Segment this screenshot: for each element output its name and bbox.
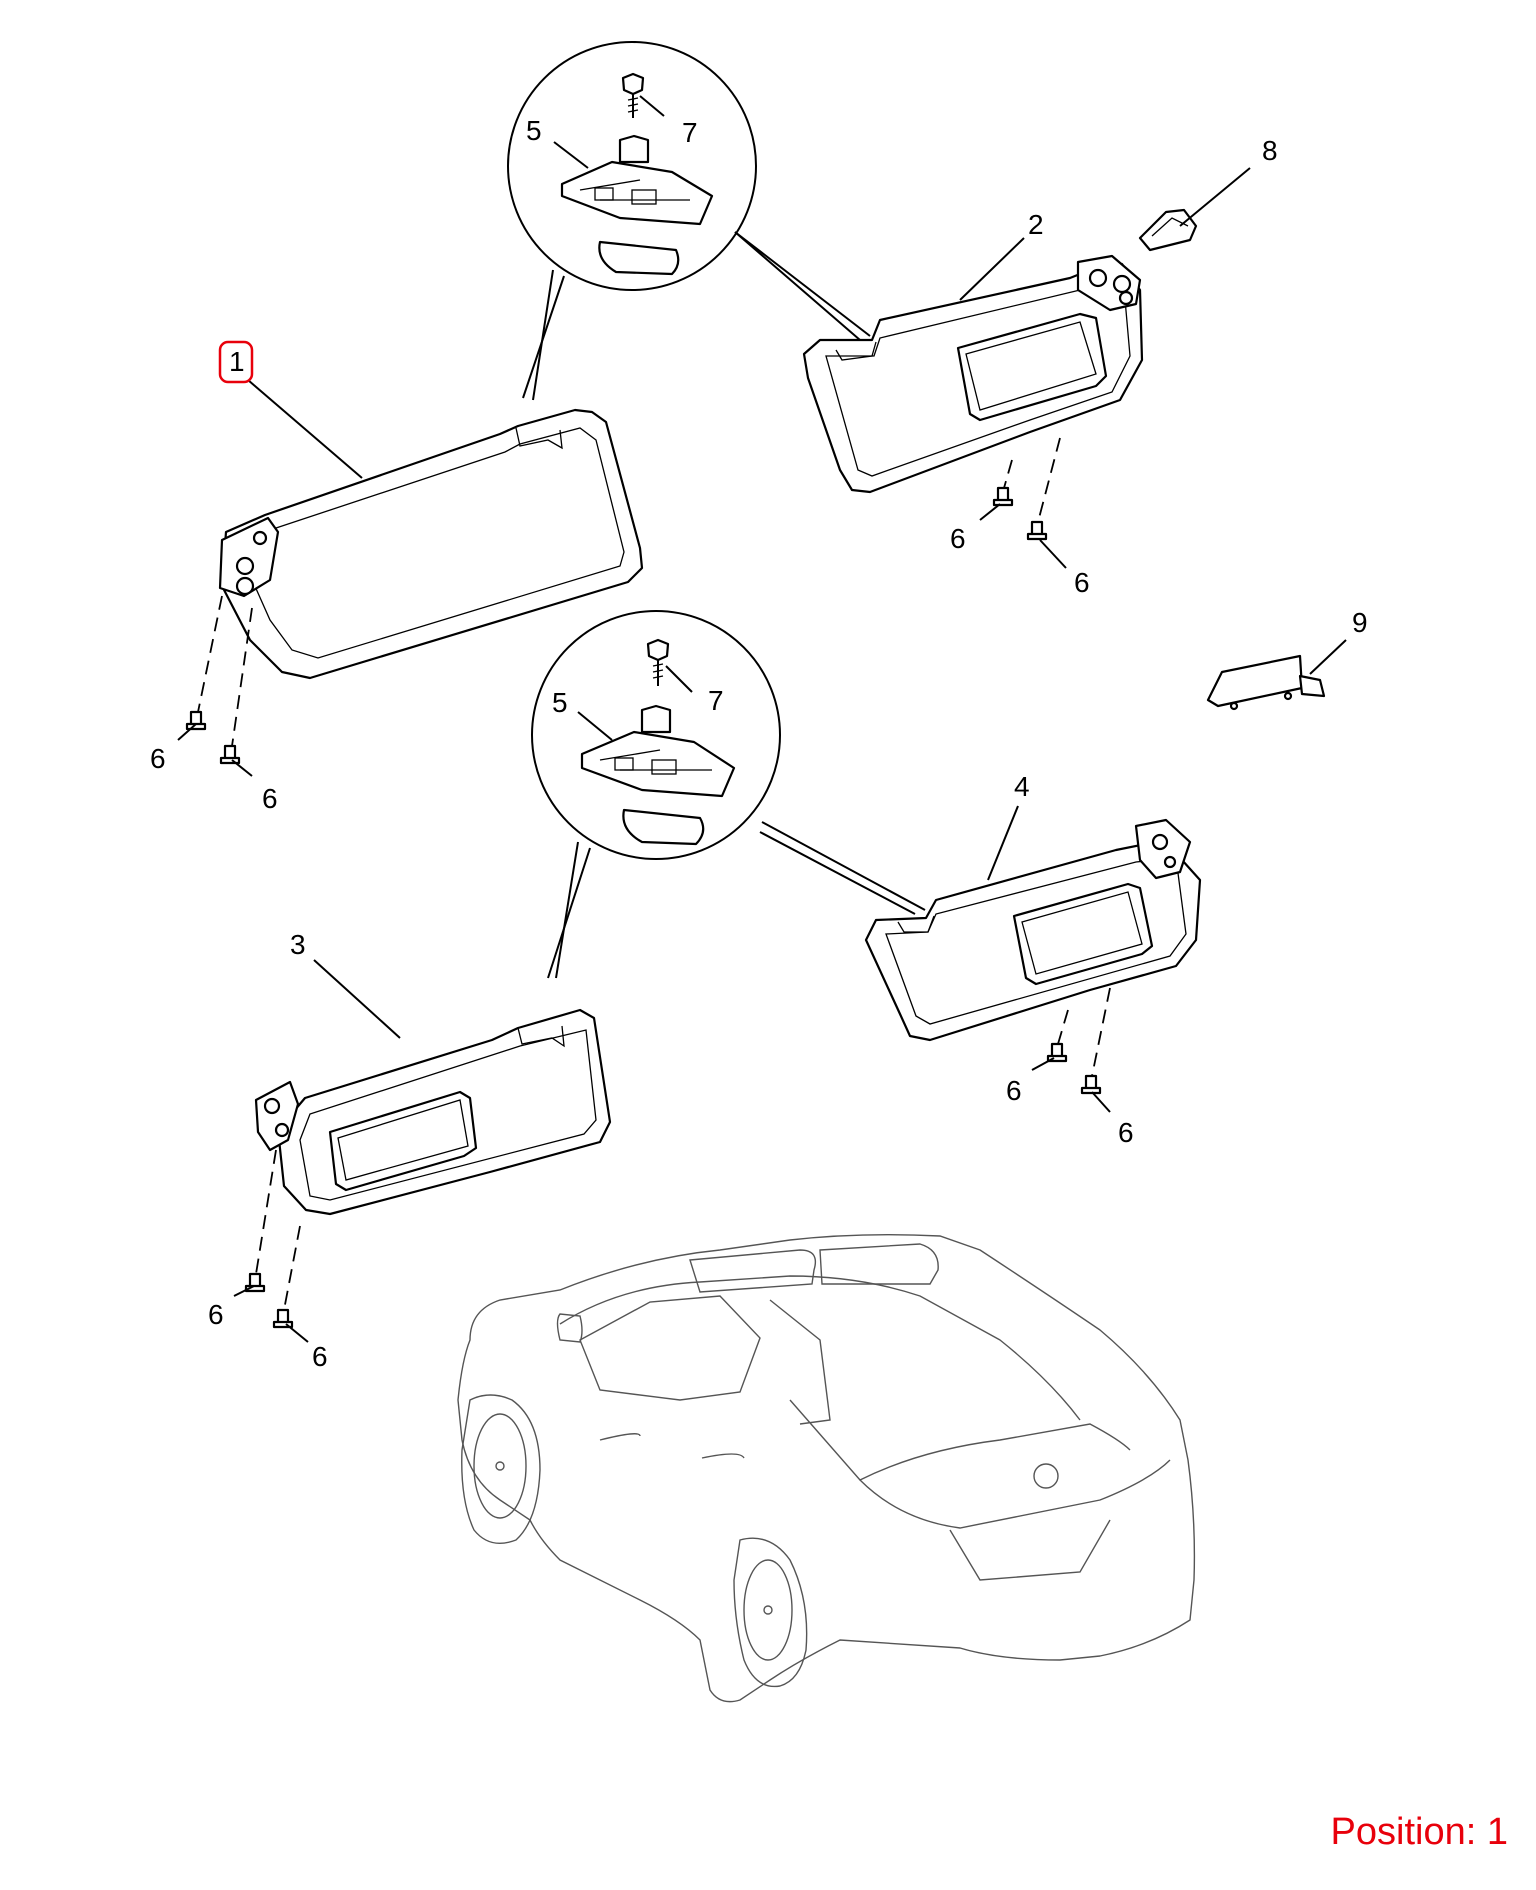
callout-labels: 1 2 3 4 5 5 7 7 8 9 6 6 6 6 6 6 6 6	[150, 115, 1368, 1372]
screw-6[interactable]	[1080, 1074, 1102, 1095]
callout-7-upper[interactable]: 7	[682, 117, 698, 148]
screw-6[interactable]	[244, 1272, 266, 1293]
callout-2[interactable]: 2	[1028, 209, 1044, 240]
clip-5-upper[interactable]	[560, 134, 714, 276]
sun-visor-left-lower[interactable]	[254, 1008, 612, 1311]
detail-circle-lower	[531, 610, 926, 979]
sun-visor-right-upper[interactable]	[802, 254, 1144, 523]
detail-circle-upper	[507, 41, 871, 401]
callout-6[interactable]: 6	[1074, 567, 1090, 598]
callout-1[interactable]: 1	[229, 346, 245, 377]
screw-6[interactable]	[185, 710, 207, 731]
screw-6[interactable]	[1026, 520, 1048, 541]
callout-3[interactable]: 3	[290, 929, 306, 960]
callout-6[interactable]: 6	[950, 523, 966, 554]
callout-6[interactable]: 6	[150, 743, 166, 774]
callout-6[interactable]: 6	[208, 1299, 224, 1330]
callout-6[interactable]: 6	[1006, 1075, 1022, 1106]
callout-5-lower[interactable]: 5	[552, 687, 568, 718]
screw-7-upper[interactable]	[621, 72, 645, 118]
callout-6[interactable]: 6	[1118, 1117, 1134, 1148]
leader-lines	[177, 95, 1347, 1343]
callout-1-highlight	[218, 340, 254, 384]
screw-6[interactable]	[219, 744, 241, 765]
screws-6[interactable]	[185, 486, 1102, 1329]
callout-6[interactable]: 6	[262, 783, 278, 814]
holder-part-9[interactable]	[1206, 654, 1326, 711]
screw-6[interactable]	[1046, 1042, 1068, 1063]
position-indicator: Position: 1	[1330, 1811, 1508, 1853]
sun-visor-right-lower[interactable]	[864, 818, 1202, 1077]
callout-9[interactable]: 9	[1352, 607, 1368, 638]
vehicle-location-illustration	[457, 1233, 1196, 1703]
callout-5-upper[interactable]: 5	[526, 115, 542, 146]
callout-4[interactable]: 4	[1014, 771, 1030, 802]
screw-7-lower[interactable]	[646, 638, 670, 686]
screw-6[interactable]	[272, 1308, 294, 1329]
screw-6[interactable]	[992, 486, 1014, 507]
callout-6[interactable]: 6	[312, 1341, 328, 1372]
clip-5-lower[interactable]	[580, 704, 736, 846]
sun-visor-left[interactable]	[197, 408, 644, 747]
cover-part-8[interactable]	[1138, 208, 1198, 252]
callout-7-lower[interactable]: 7	[708, 685, 724, 716]
callout-8[interactable]: 8	[1262, 135, 1278, 166]
